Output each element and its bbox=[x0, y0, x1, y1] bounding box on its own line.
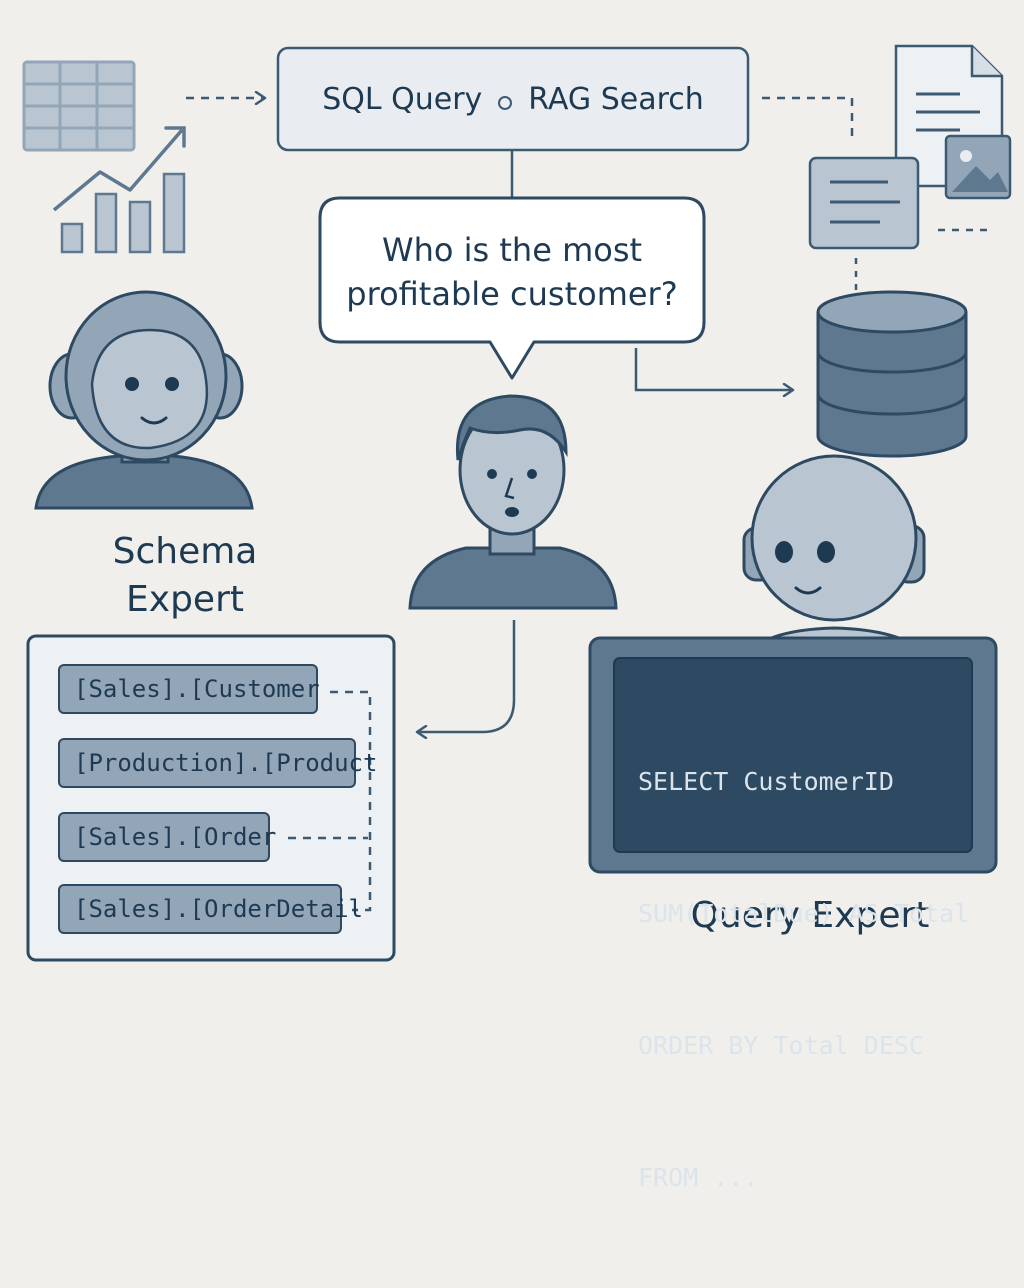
code-panel bbox=[613, 657, 973, 853]
table-tag-sales-orderdetail: [Sales].[OrderDetail bbox=[58, 884, 363, 934]
question-bubble bbox=[318, 196, 706, 380]
code-line: SELECT CustomerID bbox=[638, 767, 894, 796]
table-tag-sales-order: [Sales].[Order bbox=[58, 812, 276, 862]
diagram-artwork bbox=[22, 44, 1012, 962]
table-tag-production-product: [Production].[Product bbox=[58, 738, 377, 788]
code-line: ORDER BY Total DESC bbox=[638, 1031, 924, 1060]
robot-icon bbox=[34, 290, 254, 510]
query-robot-icon bbox=[740, 454, 932, 661]
schema-expert-label: Schema Expert bbox=[112, 531, 258, 620]
text-card-icon bbox=[808, 156, 920, 250]
sql-query-label: SQL Query bbox=[322, 81, 483, 117]
query-mode-labels: SQL Query RAG Search bbox=[278, 48, 748, 150]
schema-panel bbox=[26, 634, 396, 962]
table-tag-sales-customer: [Sales].[Customer bbox=[58, 664, 320, 714]
rag-search-label: RAG Search bbox=[528, 81, 704, 117]
code-line: SUM(TotalDue) AS Total bbox=[638, 899, 970, 928]
diagram-canvas: SQL Query RAG Search Who is the most pro… bbox=[22, 44, 1012, 1192]
image-icon bbox=[944, 134, 1012, 200]
database-icon bbox=[816, 290, 968, 458]
sql-code-block: SELECT CustomerID SUM(TotalDue) AS Total… bbox=[638, 672, 978, 1288]
code-line: FROM ... bbox=[638, 1163, 759, 1192]
query-expert-label: Query Expert bbox=[690, 895, 930, 936]
table-icon bbox=[22, 60, 136, 152]
bar-chart-icon bbox=[52, 126, 186, 254]
separator-dot-icon bbox=[498, 96, 513, 110]
question-text: Who is the most profitable customer? bbox=[346, 231, 678, 313]
person-icon bbox=[408, 394, 618, 610]
